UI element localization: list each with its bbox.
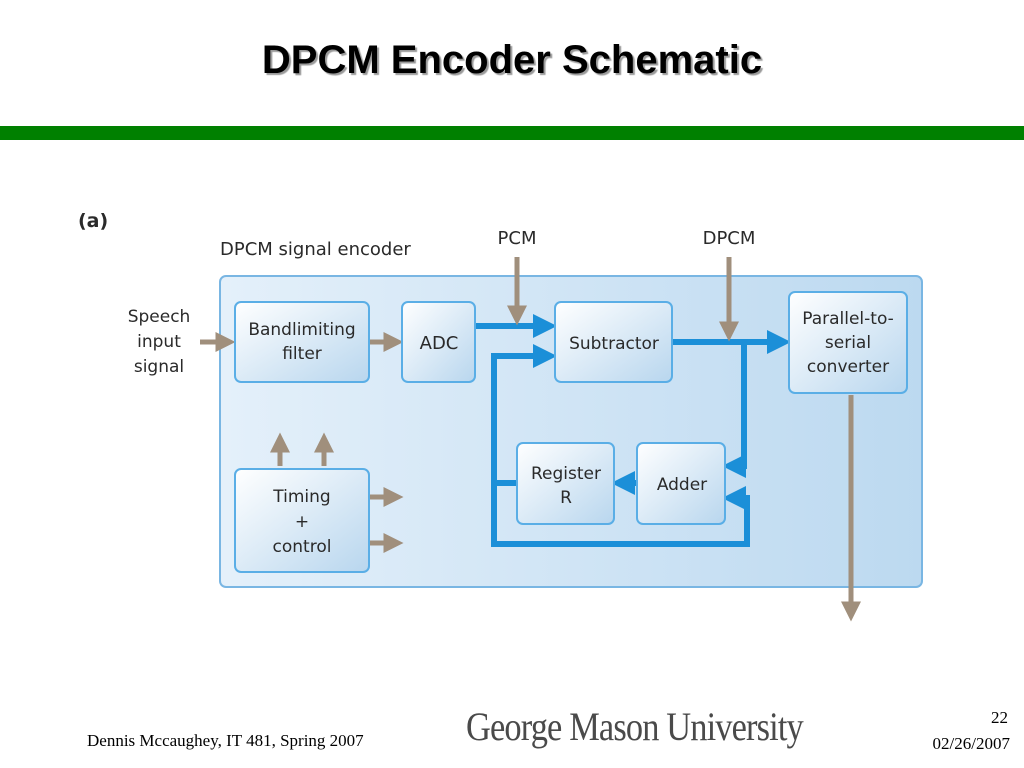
- timing-control-block: Timing + control: [234, 468, 370, 573]
- adc-label: ADC: [420, 333, 459, 354]
- encoder-label: DPCM signal encoder: [220, 239, 411, 260]
- bandlimiting-label-line1: Bandlimiting: [248, 320, 355, 340]
- university-logo: George Mason University: [466, 704, 804, 749]
- timing-label-line1: Timing: [272, 487, 330, 507]
- adder-label: Adder: [657, 475, 707, 495]
- register-label-line2: R: [560, 488, 572, 508]
- bandlimiting-filter-block: Bandlimiting filter: [234, 301, 370, 383]
- subtractor-label: Subtractor: [569, 334, 659, 354]
- footer-author: Dennis Mccaughey, IT 481, Spring 2007: [87, 731, 364, 750]
- pcm-label: PCM: [498, 228, 537, 249]
- speech-input-label-line3: signal: [134, 357, 184, 377]
- subtractor-block: Subtractor: [554, 301, 673, 383]
- speech-input-label-line1: Speech: [128, 307, 191, 327]
- p2s-label-line1: Parallel-to-: [802, 309, 894, 329]
- register-block: Register R: [516, 442, 615, 525]
- timing-label-line2: +: [295, 512, 309, 532]
- bandlimiting-label-line2: filter: [282, 344, 322, 364]
- p2s-label-line3: converter: [807, 357, 889, 377]
- footer-date: 02/26/2007: [932, 734, 1010, 753]
- feedback-to-subtractor-arrow: [491, 344, 557, 483]
- parallel-to-serial-block: Parallel-to- serial converter: [788, 291, 908, 394]
- panel-label: (a): [78, 210, 108, 232]
- p2s-label-line2: serial: [825, 333, 871, 353]
- speech-input-label-line2: input: [137, 332, 181, 352]
- adder-block: Adder: [636, 442, 726, 525]
- page-number: 22: [991, 708, 1008, 727]
- title-divider-bar: [0, 126, 1024, 140]
- dpcm-to-adder-arrow: [722, 342, 747, 478]
- control-arrows: [200, 257, 861, 622]
- timing-label-line3: control: [273, 537, 332, 557]
- slide-title: DPCM Encoder Schematic: [261, 38, 763, 82]
- adc-block: ADC: [401, 301, 476, 383]
- register-feedback-loop: [491, 480, 750, 547]
- signal-paths: [476, 314, 791, 547]
- register-label-line1: Register: [531, 464, 601, 484]
- dpcm-label: DPCM: [703, 228, 756, 249]
